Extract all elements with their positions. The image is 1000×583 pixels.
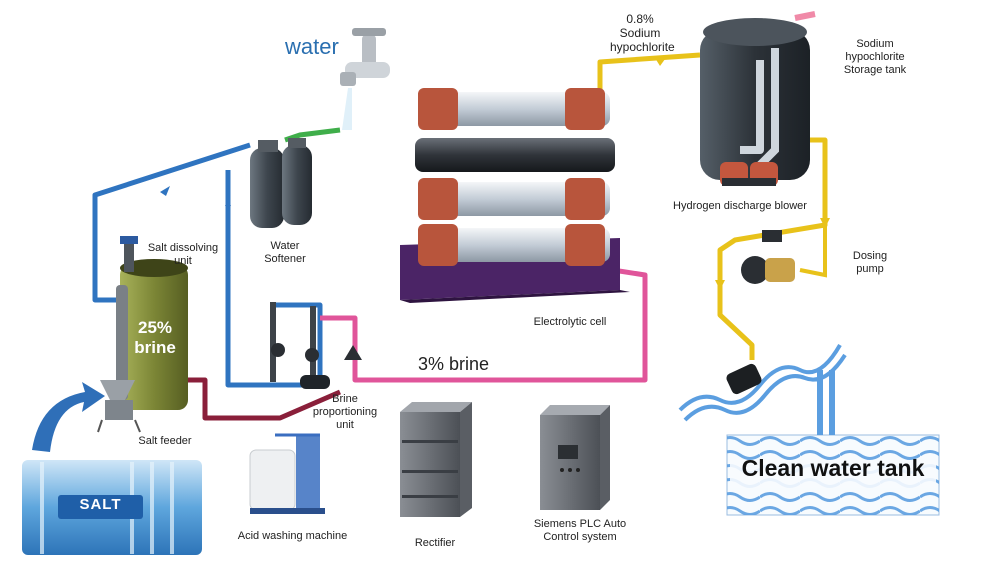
flow-arrow-icon [225, 205, 231, 212]
faucet-icon [340, 28, 390, 130]
dosing-pump-line-1: Dosing [852, 250, 888, 262]
hydrogen-blower-label: Hydrogen discharge blower [673, 200, 807, 212]
brine-concentration-line-2: brine [134, 338, 176, 357]
plc-line-2: Control system [543, 531, 617, 543]
hypochlorite-conc-label: 0.8% Sodium hypochlorite [610, 12, 675, 54]
water-softener-label: Water Softener [255, 240, 315, 266]
storage-tank-line-2: hypochlorite [845, 51, 905, 63]
salt-feeder [97, 380, 141, 433]
brine-proportioning-label: Brine proportioning unit [300, 393, 390, 432]
hypochlorite-conc-line-2: Sodium [619, 26, 661, 40]
salt-dissolving-label: Salt dissolving unit [138, 242, 228, 268]
salt-dissolving-line-1: Salt dissolving [147, 242, 219, 254]
dilute-brine-pipe [320, 265, 648, 383]
rectifier-label: Rectifier [414, 537, 456, 549]
water-softener-line-1: Water [270, 240, 300, 252]
salt-bag-label: SALT [79, 496, 122, 513]
flow-arrow-icon [655, 55, 668, 66]
water-softener-line-2: Softener [264, 253, 306, 265]
concentrated-brine-pipe [180, 377, 341, 421]
electrolytic-cell [400, 88, 630, 303]
dosing-pump-label: Dosing pump [845, 250, 895, 276]
salt-bags [22, 460, 202, 555]
brine-proportioning-unit [270, 302, 362, 389]
acid-washing-machine [249, 433, 325, 514]
plc-line-1: Siemens PLC Auto [533, 518, 627, 530]
water-label: water [285, 34, 339, 59]
storage-tank-line-3: Storage tank [843, 64, 907, 76]
salt-feeder-label: Salt feeder [138, 435, 192, 447]
flow-arrow-icon [820, 218, 830, 228]
proportioning-pipe [270, 302, 323, 385]
brine-proportioning-line-2: proportioning [312, 406, 378, 418]
feed-arrow-icon [32, 382, 105, 452]
plc-cabinet [540, 405, 610, 510]
clean-water-tank-label: Clean water tank [741, 455, 925, 481]
salt-dissolving-line-2: unit [174, 255, 192, 267]
plc-label: Siemens PLC Auto Control system [525, 518, 635, 544]
rectifier [400, 402, 472, 517]
flow-arrow-icon [160, 186, 170, 196]
dosing-pump [741, 230, 795, 284]
flow-arrow-icon [715, 280, 725, 290]
storage-tank [700, 11, 816, 186]
brine-proportioning-line-3: unit [336, 419, 354, 431]
brine-concentration-line-1: 25% [137, 318, 173, 337]
storage-tank-label: Sodium hypochlorite Storage tank [835, 38, 915, 77]
hypochlorite-conc-line-3: hypochlorite [610, 40, 675, 54]
brine-tank [116, 236, 188, 410]
dosing-pump-line-2: pump [856, 263, 884, 275]
brine-proportioning-line-1: Brine [332, 393, 358, 405]
dosing-pipe-return [799, 225, 827, 278]
dilute-brine-label: 3% brine [418, 354, 490, 374]
brine-concentration-label: 25% brine [125, 318, 185, 358]
softener-outlet-pipe [225, 170, 305, 388]
water-pipe [92, 142, 251, 303]
clean-water-tank [726, 434, 940, 516]
hypochlorite-pipe [597, 52, 701, 95]
water-stream [678, 344, 847, 435]
hypochlorite-conc-line-1: 0.8% [626, 12, 654, 26]
water-softener [250, 138, 312, 228]
storage-tank-line-1: Sodium [856, 38, 894, 50]
acid-washing-label: Acid washing machine [237, 530, 348, 542]
electrolytic-cell-label: Electrolytic cell [533, 316, 607, 328]
dosing-pipe [717, 137, 828, 360]
